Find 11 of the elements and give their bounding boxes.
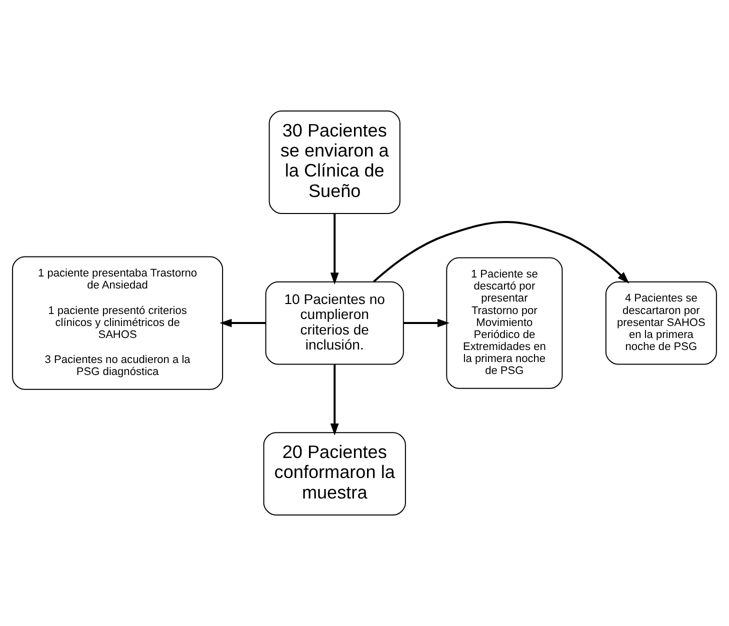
node-box: 30 Pacientes se enviaron a la Clínica de Sueño <box>268 110 400 214</box>
arrow <box>330 214 339 285</box>
arrow <box>330 364 339 436</box>
node-box: 20 Pacientes conformaron la muestra <box>263 432 406 516</box>
node-box: 10 Pacientes no cumplieron criterios de inclusión. <box>265 281 404 365</box>
arrow <box>372 221 630 284</box>
node-box: 4 Pacientes se descartaron por presentar SAHOS en la primera noche de PSG <box>605 281 717 365</box>
node-box: 1 paciente presentaba Trastorno de Ansiedad 1 paciente presentó criterios clínicos y clinimétricos de SAHOS 3 Pacientes no acudieron a la PSG diagnóstica <box>12 256 224 390</box>
arrow <box>404 318 450 328</box>
node-box: 1 Paciente se descartó por presentar Trastorno por Movimiento Periódico de Extremidades en la primera noche de PSG <box>446 257 563 389</box>
arrow <box>220 318 266 328</box>
